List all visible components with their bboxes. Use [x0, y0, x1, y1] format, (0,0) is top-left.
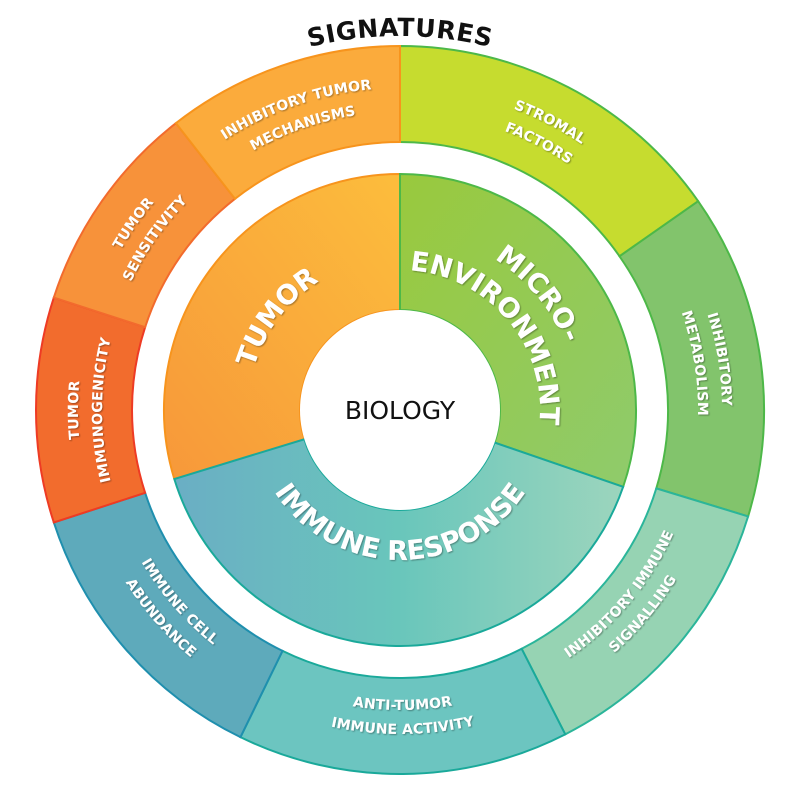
label-tumor-immunogenicity: TUMOR	[66, 380, 83, 440]
label-line: TUMOR	[66, 380, 83, 440]
center-circle	[300, 310, 500, 510]
center-label: BIOLOGY	[345, 396, 456, 425]
label-anti-tumor-immune-activity: ANTI-TUMOR	[352, 694, 453, 714]
outer-ring	[35, 44, 765, 775]
segment-inhibitory-tumor-mechanisms[interactable]	[174, 44, 401, 201]
label-line: ANTI-TUMOR	[352, 694, 453, 714]
inner-ring	[163, 172, 637, 647]
